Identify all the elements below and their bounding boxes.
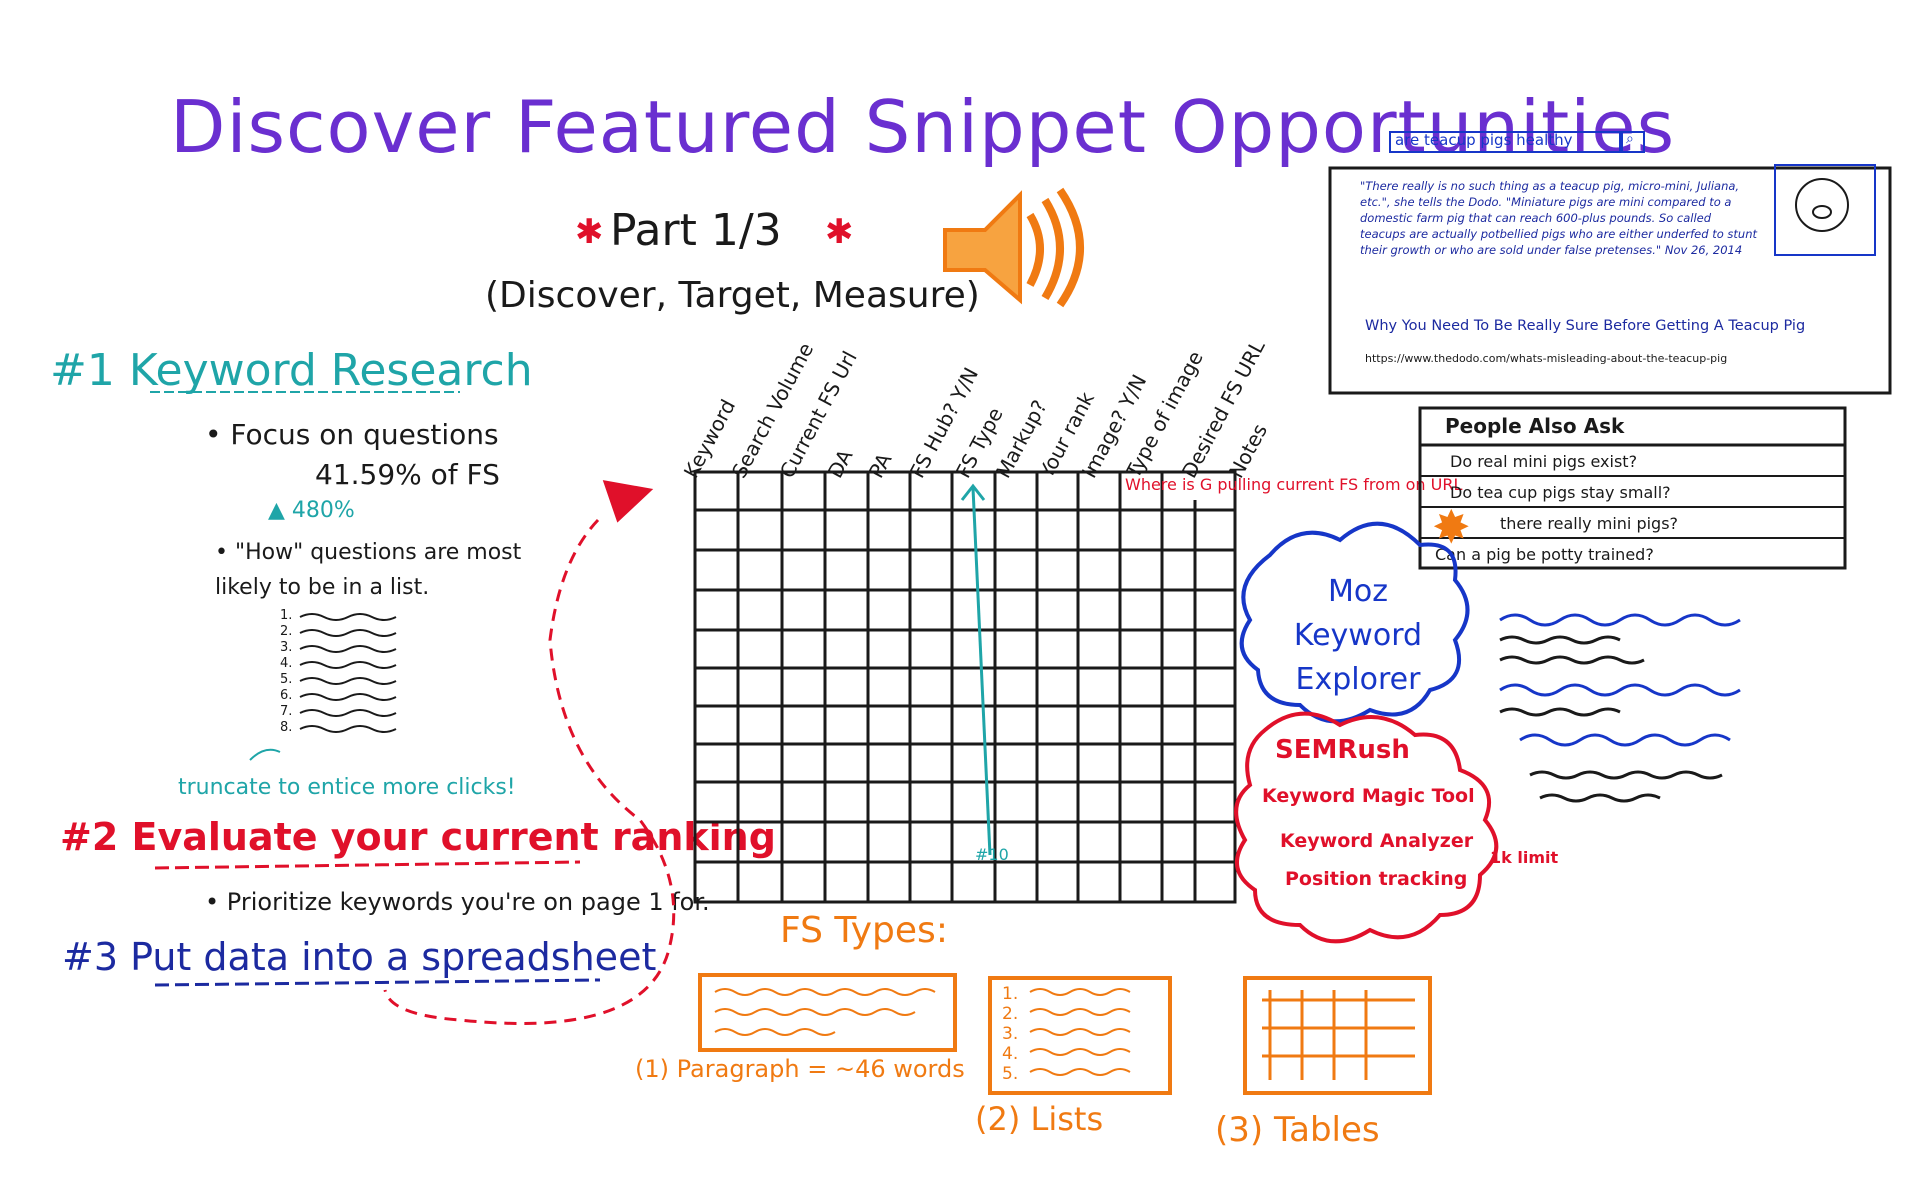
section1-bullet1: • Focus on questions bbox=[205, 418, 499, 451]
list-number: 3. bbox=[280, 640, 293, 655]
fs-type-lists: (2) Lists bbox=[975, 1100, 1104, 1138]
paa-question[interactable]: Do tea cup pigs stay small? bbox=[1450, 483, 1671, 502]
spreadsheet-note: Where is G pulling current FS from on UR… bbox=[1125, 475, 1463, 494]
fs-type-paragraph: (1) Paragraph = ~46 words bbox=[635, 1055, 965, 1083]
list-number: 8. bbox=[280, 720, 293, 735]
list-number: 2. bbox=[1002, 1004, 1019, 1024]
page-title: Discover Featured Snippet Opportunities bbox=[170, 85, 1676, 169]
list-numbers: 1. 2. 3. 4. 5. 6. 7. 8. bbox=[280, 608, 292, 736]
semrush-tool3: Position tracking bbox=[1285, 868, 1468, 890]
list-number: 2. bbox=[280, 624, 293, 639]
semrush-label: SEMRush bbox=[1275, 735, 1410, 765]
bullet1-text: Focus on questions bbox=[230, 418, 499, 451]
growth-value: 480% bbox=[291, 498, 355, 523]
list-number: 5. bbox=[1002, 1064, 1019, 1084]
search-query[interactable]: are teacup pigs healthy bbox=[1395, 131, 1573, 149]
section1-heading: #1 Keyword Research bbox=[50, 345, 533, 396]
rank-marker: #10 bbox=[975, 845, 1009, 864]
section2-bullet-text: Prioritize keywords you're on page 1 for… bbox=[226, 888, 710, 916]
section2-bullet: • Prioritize keywords you're on page 1 f… bbox=[205, 888, 710, 916]
fs-type-number: 3 bbox=[1228, 1110, 1250, 1150]
list-number: 7. bbox=[280, 704, 293, 719]
bullet2-text1: "How" questions are most bbox=[234, 540, 522, 565]
section1-bullet2-line2: likely to be in a list. bbox=[215, 575, 430, 600]
semrush-limit: 1k limit bbox=[1490, 848, 1559, 867]
fs-type-number: 2 bbox=[987, 1100, 1008, 1138]
star-icon: ✱ bbox=[825, 212, 854, 252]
snippet-title[interactable]: Why You Need To Be Really Sure Before Ge… bbox=[1365, 318, 1806, 334]
list-number: 1. bbox=[280, 608, 293, 623]
list-number: 1. bbox=[1002, 984, 1019, 1004]
list-number: 3. bbox=[1002, 1024, 1019, 1044]
paa-heading: People Also Ask bbox=[1445, 414, 1625, 438]
snippet-url: https://www.thedodo.com/whats-misleading… bbox=[1365, 352, 1728, 365]
part-label: Part 1/3 bbox=[610, 205, 782, 256]
fs-type-number: 1 bbox=[644, 1055, 660, 1083]
list-numbers: 1. 2. 3. 4. 5. bbox=[1002, 984, 1018, 1084]
semrush-tool1: Keyword Magic Tool bbox=[1262, 785, 1475, 807]
fs-type-lists-label: Lists bbox=[1030, 1100, 1104, 1138]
moz-label: Moz Keyword Explorer bbox=[1293, 574, 1423, 697]
fs-type-tables-label: Tables bbox=[1273, 1110, 1380, 1150]
list-number: 4. bbox=[280, 656, 293, 671]
paa-question[interactable]: Do real mini pigs exist? bbox=[1450, 452, 1638, 471]
list-number: 5. bbox=[280, 672, 293, 687]
snippet-text: "There really is no such thing as a teac… bbox=[1360, 179, 1758, 257]
section2-heading: #2 Evaluate your current ranking bbox=[60, 815, 776, 859]
list-number: 6. bbox=[280, 688, 293, 703]
phases-label: (Discover, Target, Measure) bbox=[485, 275, 980, 316]
fs-types-heading: FS Types: bbox=[780, 910, 948, 951]
section1-bullet2-line1: • "How" questions are most bbox=[215, 540, 522, 565]
fs-type-tables: (3) Tables bbox=[1215, 1110, 1380, 1150]
paa-question[interactable]: there really mini pigs? bbox=[1500, 514, 1679, 533]
list-number: 4. bbox=[1002, 1044, 1019, 1064]
growth-stat: ▲ 480% bbox=[268, 498, 355, 523]
section1-bullet1-stat: 41.59% of FS bbox=[315, 458, 500, 491]
paa-question[interactable]: Can a pig be potty trained? bbox=[1435, 545, 1654, 564]
truncate-note: truncate to entice more clicks! bbox=[178, 775, 516, 800]
fs-type-paragraph-label: Paragraph = ~46 words bbox=[676, 1055, 965, 1083]
search-button-icon[interactable]: ⌕ bbox=[1626, 131, 1634, 147]
semrush-tool2: Keyword Analyzer bbox=[1280, 830, 1474, 852]
star-icon: ✱ bbox=[575, 212, 604, 252]
section3-heading: #3 Put data into a spreadsheet bbox=[62, 935, 657, 979]
